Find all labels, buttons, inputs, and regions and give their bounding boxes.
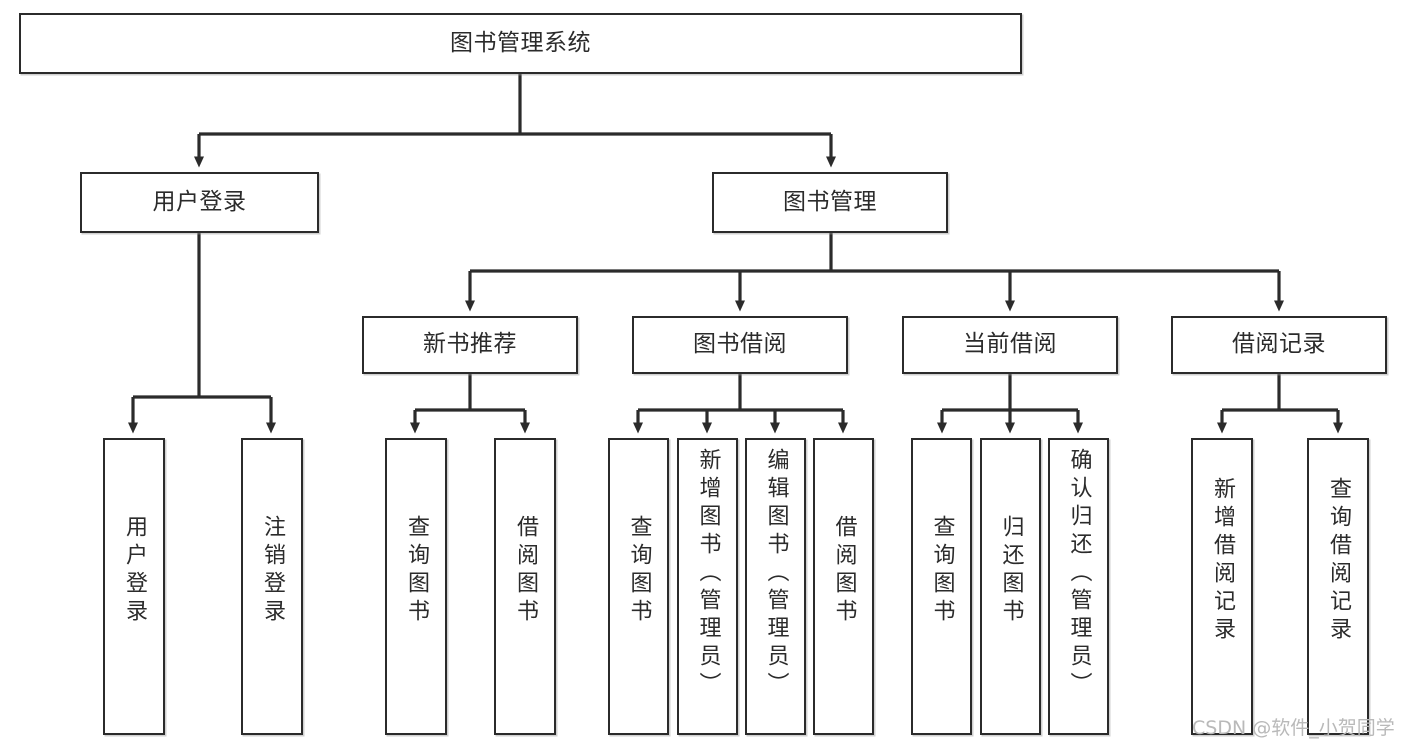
node-current-borrow[interactable]: 当前借阅	[902, 316, 1118, 374]
node-label: 图书借阅	[693, 331, 787, 358]
node-label: 查询图书	[929, 515, 955, 627]
node-label: 确认归还（管理员）	[1066, 448, 1092, 700]
node-leaf-query-record[interactable]: 查询借阅记录	[1307, 438, 1369, 735]
node-leaf-logout-login[interactable]: 注销登录	[241, 438, 303, 735]
node-leaf-borrow-book-1[interactable]: 借阅图书	[494, 438, 556, 735]
node-label: 借阅记录	[1232, 331, 1326, 358]
node-leaf-borrow-book-2[interactable]: 借阅图书	[813, 438, 874, 735]
node-label: 编辑图书（管理员）	[763, 448, 789, 700]
node-borrow-record[interactable]: 借阅记录	[1171, 316, 1387, 374]
node-label: 新增借阅记录	[1210, 477, 1235, 645]
node-leaf-query-book-2[interactable]: 查询图书	[608, 438, 669, 735]
node-leaf-add-book[interactable]: 新增图书（管理员）	[677, 438, 738, 735]
node-label: 当前借阅	[963, 331, 1057, 358]
node-label: 查询借阅记录	[1326, 477, 1351, 645]
node-leaf-query-book-1[interactable]: 查询图书	[385, 438, 447, 735]
node-label: 用户登录	[152, 188, 247, 215]
node-leaf-confirm-return[interactable]: 确认归还（管理员）	[1048, 438, 1109, 735]
node-leaf-edit-book[interactable]: 编辑图书（管理员）	[745, 438, 806, 735]
node-label: 图书管理	[783, 188, 877, 215]
node-leaf-add-record[interactable]: 新增借阅记录	[1191, 438, 1253, 735]
node-label: 归还图书	[998, 515, 1024, 627]
node-label: 新书推荐	[423, 331, 517, 358]
node-new-book-recommend[interactable]: 新书推荐	[362, 316, 578, 374]
node-book-manage[interactable]: 图书管理	[712, 172, 948, 233]
node-leaf-query-book-3[interactable]: 查询图书	[911, 438, 972, 735]
node-book-borrow[interactable]: 图书借阅	[632, 316, 848, 374]
node-label: 新增图书（管理员）	[695, 448, 721, 700]
node-label: 借阅图书	[831, 515, 857, 627]
node-label: 查询图书	[404, 515, 429, 627]
node-label: 查询图书	[626, 515, 652, 627]
csdn-watermark: CSDN @软件_小贺同学	[1192, 717, 1395, 739]
node-user-login[interactable]: 用户登录	[80, 172, 319, 233]
node-label: 借阅图书	[513, 515, 538, 627]
node-leaf-user-login[interactable]: 用户登录	[103, 438, 165, 735]
node-label: 注销登录	[260, 515, 285, 627]
node-label: 图书管理系统	[450, 29, 591, 56]
node-leaf-return-book[interactable]: 归还图书	[980, 438, 1041, 735]
node-root-system[interactable]: 图书管理系统	[19, 13, 1022, 74]
node-label: 用户登录	[122, 515, 147, 627]
